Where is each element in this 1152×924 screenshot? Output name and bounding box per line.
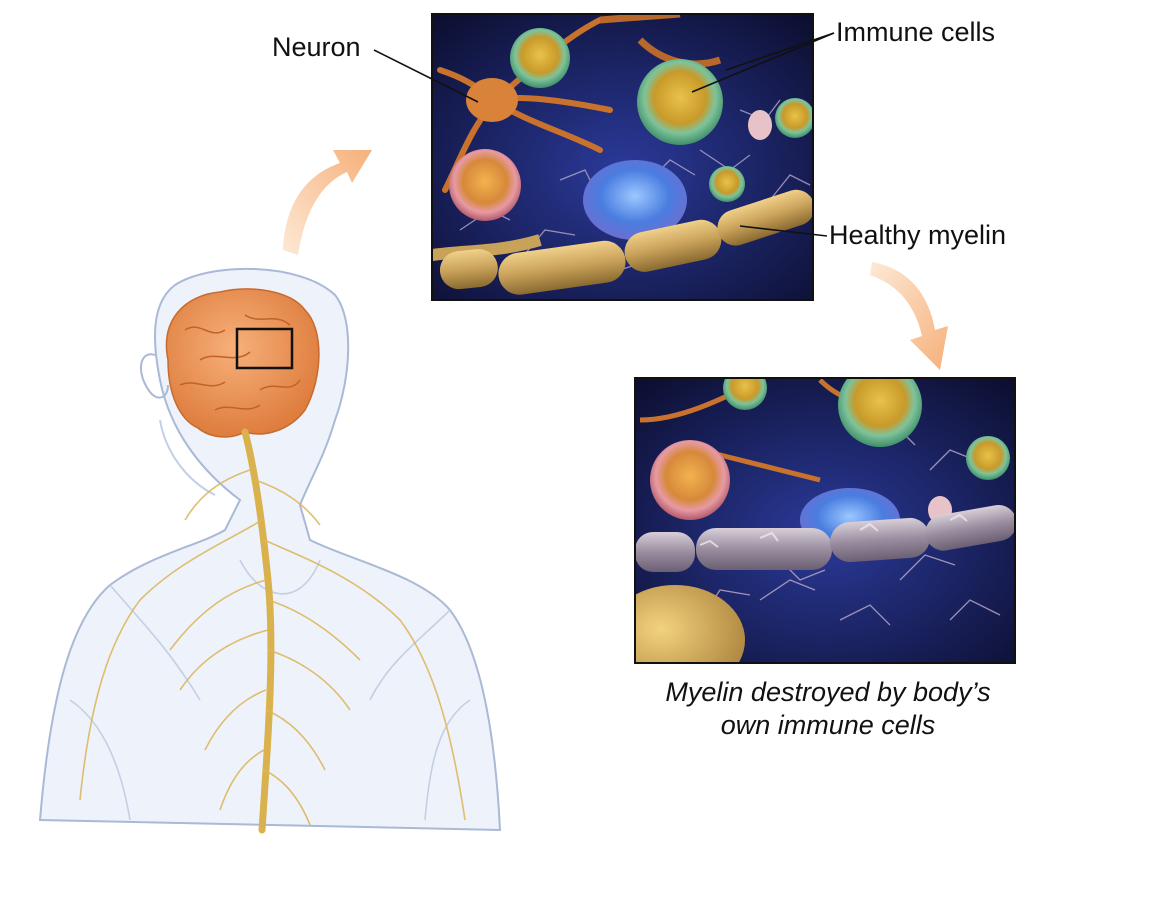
neuron-label: Neuron [272,32,361,62]
brain-folds [179,314,301,411]
immune-cell [510,28,570,88]
body-outline [38,267,502,832]
immune-cell [723,378,767,410]
myelin-debris [635,585,745,663]
immune-cells-label: Immune cells [836,17,996,47]
zoom-box-icon [235,327,294,370]
curved-arrow-icon [283,150,372,255]
spinal-cord [241,428,275,834]
immune-cell [838,378,922,447]
caption-line-1: Myelin destroyed by body’s [665,677,991,707]
peripheral-nerves [79,469,466,826]
face-outline [159,419,216,496]
ear-outline [140,353,169,399]
leader-lines [373,32,835,237]
muscle-contours [69,559,471,821]
brain [165,288,320,438]
damaged-axon [635,504,1015,572]
immune-cell [966,436,1010,480]
immune-cell [650,440,730,520]
curved-arrow-icon [870,262,948,370]
human-figure [38,267,502,834]
healthy-panel-frame [431,13,814,301]
immune-cell [637,59,723,145]
healthy-axon [432,189,813,295]
immune-cell [449,149,521,221]
immune-cell [709,166,745,202]
healthy-myelin-panel [432,14,813,300]
healthy-myelin-label: Healthy myelin [829,220,1007,250]
immune-cell [583,160,687,240]
damaged-myelin-panel [635,378,1015,663]
damaged-panel-frame [634,377,1016,664]
neuron-bulb [748,110,772,140]
immune-cell [775,98,813,138]
caption-line-2: own immune cells [720,710,936,740]
damaged-myelin-caption: Myelin destroyed by body’s own immune ce… [618,676,1038,742]
